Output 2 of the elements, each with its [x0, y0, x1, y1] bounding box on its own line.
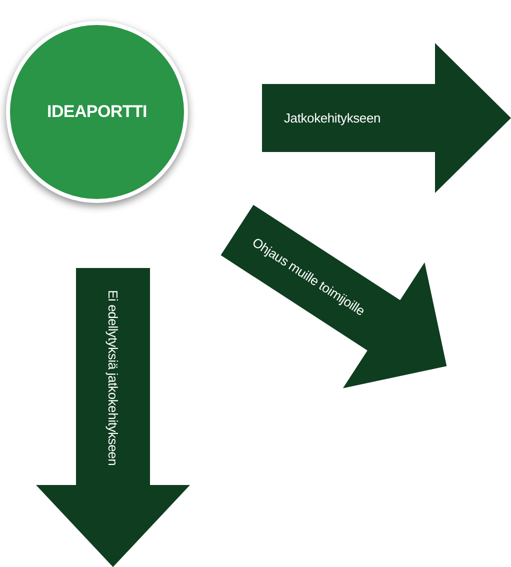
arrow-label: Ei edellytyksiä jatkokehitykseen — [106, 290, 120, 466]
arrow-label: Jatkokehitykseen — [284, 110, 381, 126]
